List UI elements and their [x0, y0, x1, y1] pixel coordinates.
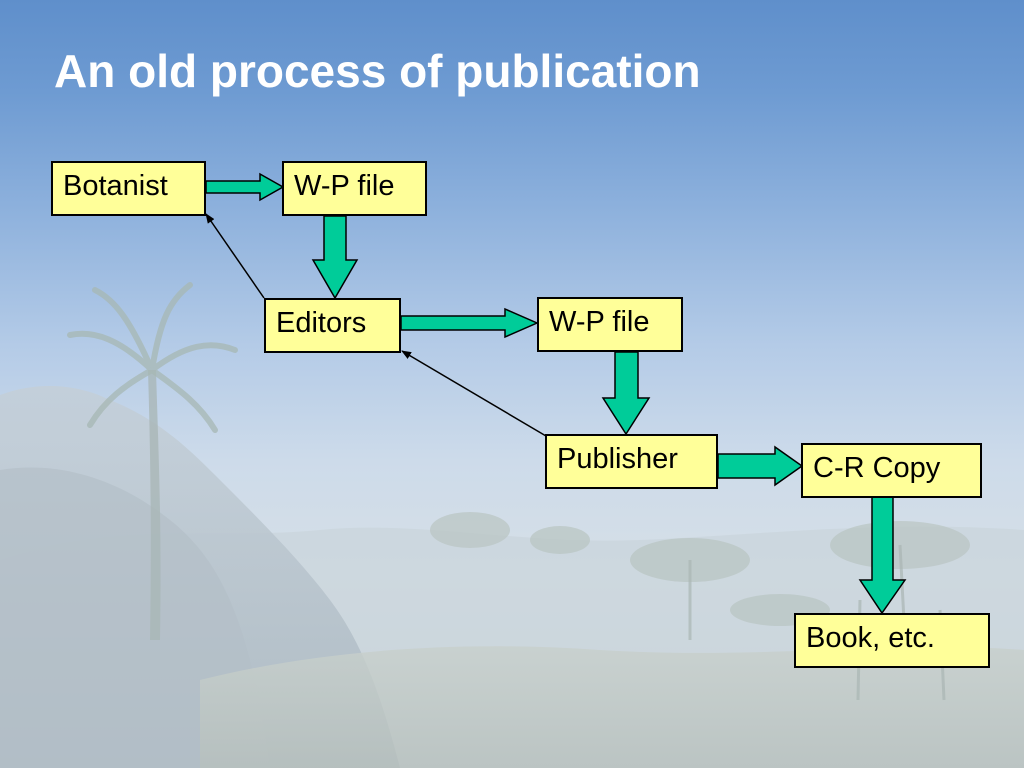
arrow-wp-file-2-to-publisher: [601, 351, 651, 436]
arrow-wp-file-1-to-editors: [311, 215, 359, 300]
arrow-editors-to-wp-file-2: [400, 307, 539, 339]
node-publisher: Publisher: [545, 434, 718, 489]
node-wp-file-2: W-P file: [537, 297, 683, 352]
node-book: Book, etc.: [794, 613, 990, 668]
arrow-publisher-to-editors: [401, 350, 547, 437]
arrow-botanist-to-wp-file-1: [205, 172, 285, 202]
node-botanist: Botanist: [51, 161, 206, 216]
slide-title: An old process of publication: [54, 45, 701, 97]
node-wp-file-1: W-P file: [282, 161, 427, 216]
node-cr-copy: C-R Copy: [801, 443, 982, 498]
arrow-cr-copy-to-book: [858, 496, 907, 615]
arrow-publisher-to-cr-copy: [717, 445, 804, 487]
node-editors: Editors: [264, 298, 401, 353]
arrow-editors-to-botanist: [205, 213, 265, 299]
